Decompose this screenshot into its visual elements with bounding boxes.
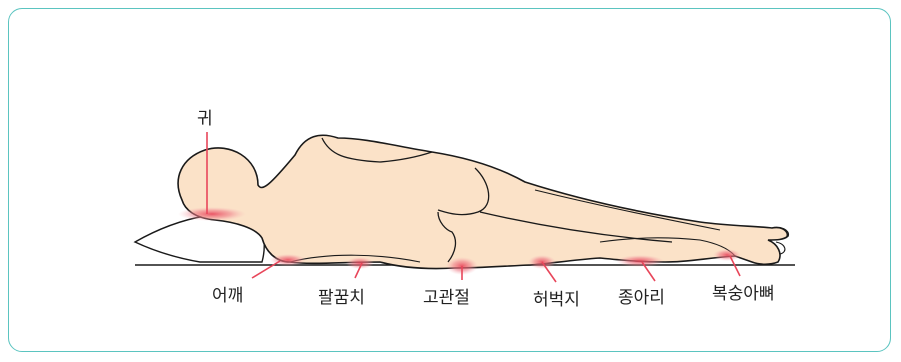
pressure-zone-ankle xyxy=(713,249,741,261)
label-elbow: 팔꿈치 xyxy=(318,288,365,308)
label-ear: 귀 xyxy=(197,109,213,129)
label-ankle: 복숭아뼈 xyxy=(712,284,775,304)
label-shoulder: 어깨 xyxy=(212,286,243,306)
body-outline xyxy=(178,135,788,268)
leader-shoulder xyxy=(252,261,280,278)
pressure-zone-calf xyxy=(616,255,664,267)
label-calf: 종아리 xyxy=(618,288,665,308)
pressure-zone-ear xyxy=(178,207,246,221)
label-thigh: 허벅지 xyxy=(533,290,580,310)
label-hip: 고관절 xyxy=(423,288,470,308)
